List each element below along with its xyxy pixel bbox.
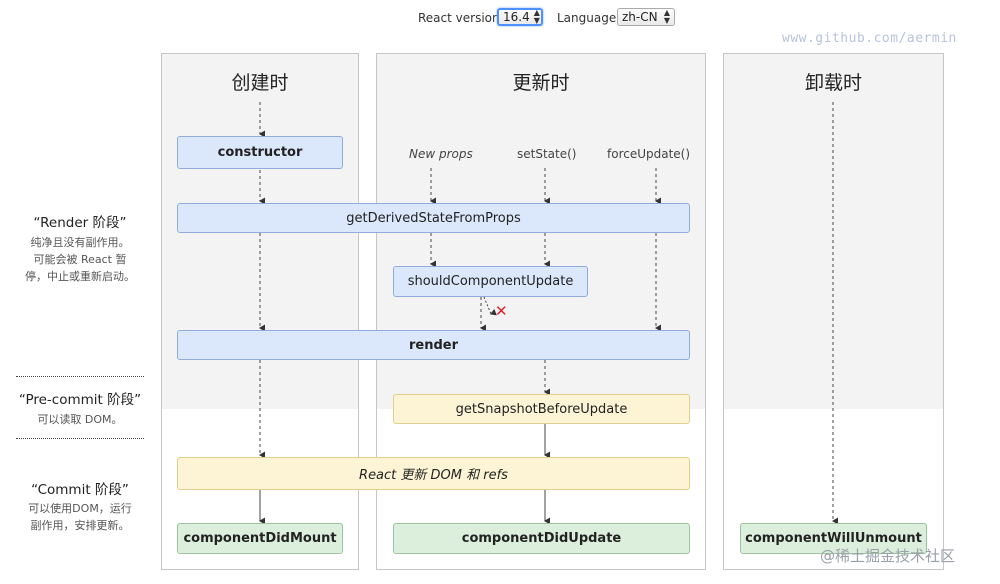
react-version-select[interactable]: 16.4 ▲▼ (497, 8, 543, 26)
react-version-value: 16.4 (503, 10, 530, 24)
react-updates-dom-box: React 更新 DOM 和 refs (177, 457, 690, 490)
commit-phase-description: 可以使用DOM，运行 副作用，安排更新。 (28, 502, 132, 532)
component-did-mount-box: componentDidMount (177, 523, 343, 554)
react-version-label: React version (418, 11, 500, 25)
render-phase-title: “Render 阶段” (33, 215, 127, 231)
trigger-force-update: forceUpdate() (607, 147, 691, 161)
update-column-title: 更新时 (512, 72, 570, 94)
mount-column-title: 创建时 (231, 72, 289, 94)
select-arrows-icon: ▲▼ (663, 8, 670, 25)
commit-phase-title: “Commit 阶段” (31, 482, 129, 498)
render-phase-description: 纯净且没有副作用。 可能会被 React 暂 停，中止或重新启动。 (25, 236, 135, 283)
unmount-column-title: 卸载时 (804, 72, 862, 94)
github-watermark: www.github.com/aermin (782, 31, 957, 46)
cross-mark-icon: ✕ (495, 302, 508, 320)
trigger-new-props: New props (409, 147, 473, 161)
get-derived-state-box: getDerivedStateFromProps (177, 203, 690, 233)
render-box: render (177, 330, 690, 360)
juejin-watermark: @稀土掘金技术社区 (820, 547, 956, 565)
language-label: Language (557, 11, 617, 25)
component-will-unmount-box: componentWillUnmount (740, 523, 927, 554)
select-arrows-icon: ▲▼ (533, 8, 540, 25)
precommit-phase-title: “Pre-commit 阶段” (18, 392, 142, 408)
language-select[interactable]: zh-CN ▲▼ (617, 8, 675, 26)
phase-divider (16, 438, 144, 439)
component-did-update-box: componentDidUpdate (393, 523, 690, 554)
language-value: zh-CN (622, 10, 658, 24)
constructor-box: constructor (177, 136, 343, 169)
phase-divider (16, 376, 144, 377)
should-component-update-box: shouldComponentUpdate (393, 266, 588, 297)
get-snapshot-box: getSnapshotBeforeUpdate (393, 394, 690, 424)
precommit-phase-description: 可以读取 DOM。 (37, 413, 123, 426)
trigger-set-state: setState() (517, 147, 577, 161)
